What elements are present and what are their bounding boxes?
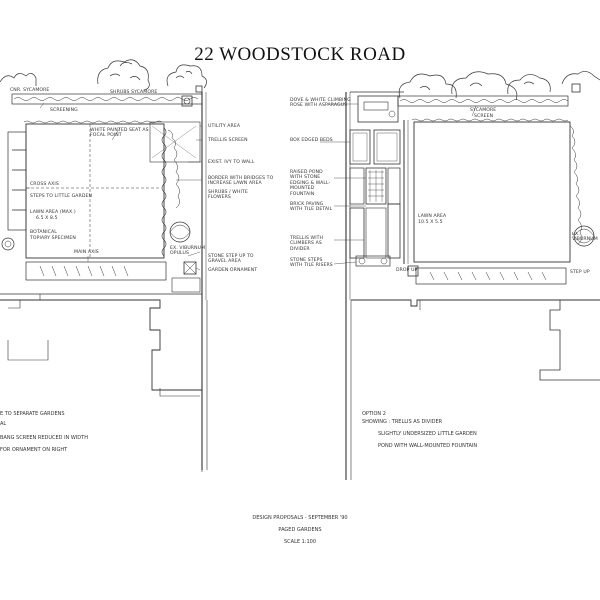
label-utility: UTILITY AREA <box>208 124 241 129</box>
label-hedge-tl2: SHRUBS SYCAMORE <box>110 90 158 95</box>
label-ivy: EXIST. IVY TO WALL <box>208 160 255 165</box>
left-plan <box>0 59 208 470</box>
caption-line-3: SCALE 1:100 <box>283 539 317 545</box>
right-note-1: OPTION 2 <box>362 411 386 417</box>
label-stone-steps-right: STONE STEPS WITH TILE RISERS <box>290 258 333 269</box>
label-box-edged: BOX EDGED BEDS <box>290 138 333 143</box>
caption-line-1: DESIGN PROPOSALS - SEPTEMBER '90 <box>252 515 348 521</box>
left-top-trees <box>0 59 207 91</box>
label-cross-axis: CROSS AXIS <box>30 182 59 187</box>
label-brick-paving: BRICK PAVING WITH TILE DETAIL <box>290 202 333 213</box>
right-note-4: POND WITH WALL-MOUNTED FOUNTAIN <box>378 443 478 449</box>
label-step-up: STEP UP <box>570 270 590 275</box>
label-stone-steps-left: STONE STEP UP TO GRAVEL AREA <box>208 254 254 265</box>
label-viburnum-left: EX. VIBURNUM OPULUS <box>170 246 206 257</box>
label-trellis-climbers: TRELLIS WITH CLIMBERS AS DIVIDER <box>290 236 324 252</box>
label-sycamore: SYCAMORE <box>470 108 497 113</box>
label-vib-partial: EX. VIBURNUM <box>572 232 598 243</box>
label-drop: DROP UP <box>396 268 418 273</box>
left-note-4: FOR ORNAMENT ON RIGHT <box>0 447 68 453</box>
right-plan <box>320 71 600 480</box>
label-shrubs-white: SHRUBS / WHITE FLOWERS <box>208 190 248 201</box>
label-lawn-right: LAWN AREA <box>418 214 447 219</box>
left-note-1: E TO SEPARATE GARDENS <box>0 411 65 417</box>
caption-line-2: PAGED GARDENS <box>278 527 322 533</box>
label-screen: SCREEN <box>474 114 494 119</box>
right-note-2: SHOWING : TRELLIS AS DIVIDER <box>362 419 443 425</box>
label-lawn-dim-right: 10.5 X 5.5 <box>418 220 443 225</box>
left-note-2: AL <box>0 421 7 427</box>
label-border: BORDER WITH BRIDGES TO INCREASE LAWN ARE… <box>208 176 274 187</box>
label-hedge-tl3: SCREENING <box>50 108 78 113</box>
label-trellis: TRELLIS SCREEN <box>208 138 248 143</box>
label-lawn: LAWN AREA (MAX.) <box>30 210 76 215</box>
label-painted-seat: WHITE PAINTED SEAT AS FOCAL POINT <box>90 128 149 139</box>
label-hedge-tl: CNR. SYCAMORE <box>10 88 50 93</box>
label-steps-little: STEPS TO LITTLE GARDEN <box>30 194 92 199</box>
label-dove-seat: DOVE & WHITE CLIMBING ROSE WITH ASPARAGU… <box>290 98 351 109</box>
label-botanical: BOTANICAL <box>30 230 57 235</box>
label-lawn-dim: 6.5 X 8.5 <box>36 216 58 221</box>
left-note-3: BANG SCREEN REDUCED IN WIDTH <box>0 435 88 441</box>
label-garden-ornament: GARDEN ORNAMENT <box>208 268 258 273</box>
label-topiary: TOPIARY SPECIMEN <box>30 236 76 241</box>
right-note-3: SLIGHTLY UNDERSIZED LITTLE GARDEN <box>378 431 477 437</box>
drawing-title: 22 WOODSTOCK ROAD <box>194 44 406 65</box>
label-main-axis: MAIN AXIS <box>74 250 99 255</box>
label-raised-pond: RAISED POND WITH STONE EDGING & WALL-MOU… <box>290 170 331 197</box>
